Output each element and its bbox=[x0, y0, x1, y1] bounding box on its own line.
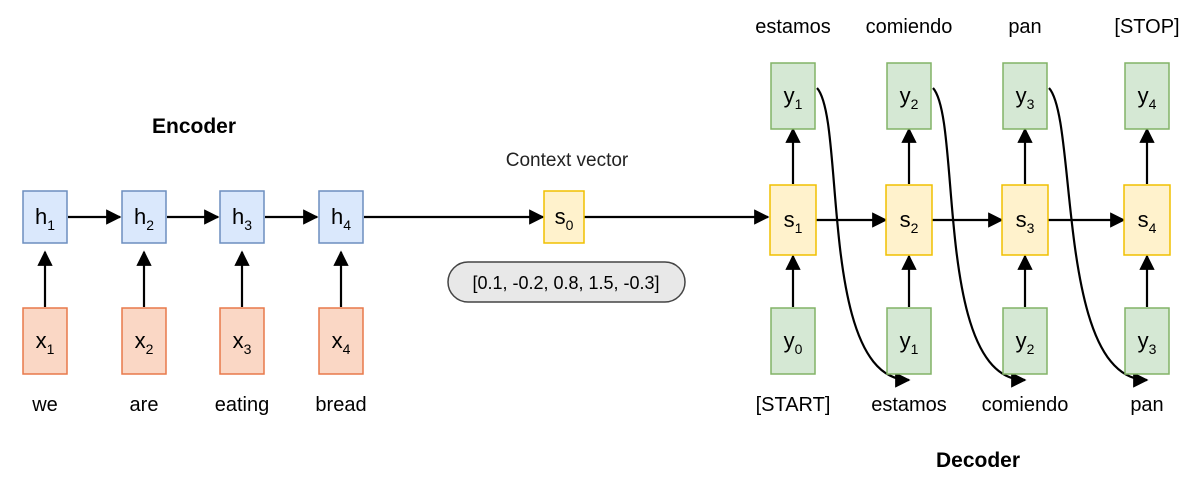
decoder-state-1: s1 bbox=[769, 184, 817, 256]
encoder-input-1-box bbox=[22, 307, 68, 375]
encoder-input-3-label: x3 bbox=[233, 328, 252, 357]
encoder-hidden-3: h3 bbox=[219, 190, 265, 244]
decoder-input-word-2: estamos bbox=[871, 394, 947, 416]
decoder-state-4: s4 bbox=[1123, 184, 1171, 256]
decoder-output-2-label: y2 bbox=[900, 83, 919, 112]
decoder-input-0: y0 bbox=[770, 307, 816, 375]
decoder-input-0-label: y0 bbox=[784, 328, 803, 357]
encoder-hidden-1-label: h1 bbox=[35, 204, 55, 233]
decoder-state-2: s2 bbox=[885, 184, 933, 256]
decoder-input-1-label: y1 bbox=[900, 328, 919, 357]
decoder-state-3-label: s3 bbox=[1016, 207, 1035, 236]
encoder-hidden-4-box bbox=[318, 190, 364, 244]
encoder-word-1: we bbox=[31, 394, 58, 416]
encoder-hidden-3-label: h3 bbox=[232, 204, 252, 233]
decoder-input-1: y1 bbox=[886, 307, 932, 375]
decoder-output-3: y3 bbox=[1002, 62, 1048, 130]
decoder-title: Decoder bbox=[936, 449, 1020, 472]
decoder-output-3-box bbox=[1002, 62, 1048, 130]
decoder-output-word-2: comiendo bbox=[866, 16, 953, 38]
decoder-output-2: y2 bbox=[886, 62, 932, 130]
decoder-input-0-box bbox=[770, 307, 816, 375]
decoder-output-4: y4 bbox=[1124, 62, 1170, 130]
encoder-input-3: x3 bbox=[219, 307, 265, 375]
decoder-input-3-box bbox=[1124, 307, 1170, 375]
decoder-state-1-label: s1 bbox=[784, 207, 803, 236]
decoder-output-1-label: y1 bbox=[784, 83, 803, 112]
decoder-output-1-box bbox=[770, 62, 816, 130]
context-node-label: s0 bbox=[555, 204, 574, 233]
encoder-input-4-box bbox=[318, 307, 364, 375]
words: we are eating bread estamos comiendo pan [STOP]… bbox=[31, 16, 1179, 416]
decoder-output-word-1: estamos bbox=[755, 16, 831, 38]
context-node-box bbox=[543, 190, 585, 244]
decoder-input-2: y2 bbox=[1002, 307, 1048, 375]
decoder-state-3: s3 bbox=[1001, 184, 1049, 256]
decoder-output-word-4: [STOP] bbox=[1114, 16, 1179, 38]
encoder-input-2-label: x2 bbox=[135, 328, 154, 357]
decoder-input-word-1: [START] bbox=[756, 394, 831, 416]
encoder-title: Encoder bbox=[152, 115, 236, 138]
decoder-state-1-box bbox=[769, 184, 817, 256]
decoder-input-2-box bbox=[1002, 307, 1048, 375]
feedback-y2-to-next-input bbox=[932, 87, 1027, 388]
encoder-word-4: bread bbox=[315, 394, 366, 416]
decoder-input-word-4: pan bbox=[1130, 394, 1163, 416]
encoder-input-1-label: x1 bbox=[36, 328, 55, 357]
encoder-hidden-2-box bbox=[121, 190, 167, 244]
encoder-hidden-1-box bbox=[22, 190, 68, 244]
encoder-input-3-box bbox=[219, 307, 265, 375]
decoder-state-4-box bbox=[1123, 184, 1171, 256]
decoder-output-3-label: y3 bbox=[1016, 83, 1035, 112]
context-vector-value: [0.1, -0.2, 0.8, 1.5, -0.3] bbox=[472, 273, 659, 293]
feedback-y1-to-next-input bbox=[816, 87, 911, 388]
encoder-word-2: are bbox=[130, 394, 159, 416]
encoder-input-1: x1 bbox=[22, 307, 68, 375]
encoder-hidden-2: h2 bbox=[121, 190, 167, 244]
decoder-input-2-label: y2 bbox=[1016, 328, 1035, 357]
decoder-input-3: y3 bbox=[1124, 307, 1170, 375]
encoder-input-4-label: x4 bbox=[332, 328, 351, 357]
decoder-input-3-label: y3 bbox=[1138, 328, 1157, 357]
encoder-hidden-1: h1 bbox=[22, 190, 68, 244]
decoder-state-3-box bbox=[1001, 184, 1049, 256]
decoder-output-2-box bbox=[886, 62, 932, 130]
encoder-hidden-2-label: h2 bbox=[134, 204, 154, 233]
context-vector-label: Context vector bbox=[506, 150, 629, 171]
encoder-input-4: x4 bbox=[318, 307, 364, 375]
encoder-input-2: x2 bbox=[121, 307, 167, 375]
decoder-state-2-label: s2 bbox=[900, 207, 919, 236]
encoder-input-2-box bbox=[121, 307, 167, 375]
decoder-state-2-box bbox=[885, 184, 933, 256]
encoder-hidden-4-label: h4 bbox=[331, 204, 351, 233]
nodes: h1 h2 h3 h4 x1 x2 x3 x4 s0 s1 s2 s3 s4 y1 y2 y3 y4 y0 y1 y2… bbox=[22, 62, 1171, 375]
decoder-output-4-label: y4 bbox=[1138, 83, 1157, 112]
decoder-state-4-label: s4 bbox=[1138, 207, 1157, 236]
edges bbox=[37, 87, 1155, 388]
context-node: s0 bbox=[543, 190, 585, 244]
feedback-y3-to-next-input bbox=[1048, 87, 1149, 388]
encoder-hidden-4: h4 bbox=[318, 190, 364, 244]
decoder-output-word-3: pan bbox=[1008, 16, 1041, 38]
decoder-input-1-box bbox=[886, 307, 932, 375]
decoder-output-1: y1 bbox=[770, 62, 816, 130]
encoder-hidden-3-box bbox=[219, 190, 265, 244]
context-vector-pill bbox=[447, 261, 686, 303]
encoder-word-3: eating bbox=[215, 394, 270, 416]
decoder-input-word-3: comiendo bbox=[982, 394, 1069, 416]
decoder-output-4-box bbox=[1124, 62, 1170, 130]
